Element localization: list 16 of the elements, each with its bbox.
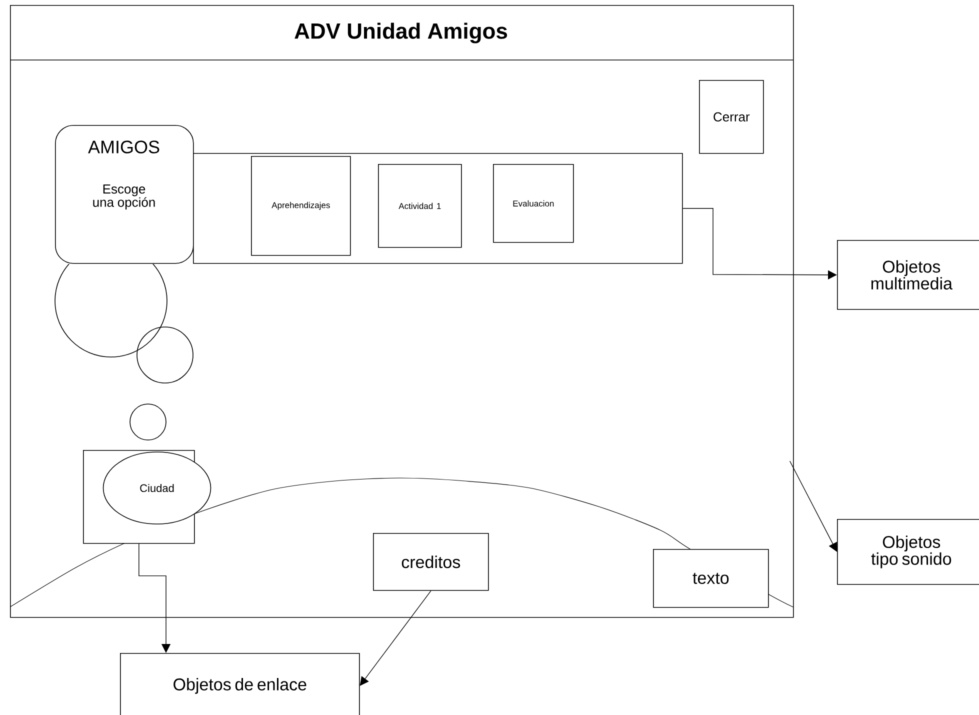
text-box: texto	[653, 549, 769, 608]
credits-box: creditos	[373, 533, 489, 591]
close-button: Cerrar	[699, 80, 764, 154]
arrow	[138, 543, 171, 653]
arrow	[789, 460, 837, 552]
arrow	[360, 590, 432, 686]
object-box: Objetos tipo sonido	[837, 519, 979, 585]
option-box: Actividad 1	[378, 164, 462, 248]
option-box: Aprehendizajes	[251, 156, 351, 256]
bubble-circle	[130, 404, 166, 440]
object-box: Objetos multimedia	[837, 240, 979, 310]
object-box: Objetos de enlace	[120, 653, 360, 715]
bubble-circle	[136, 326, 194, 384]
option-box: Evaluacion	[493, 164, 574, 243]
arrow	[682, 208, 837, 280]
thought-bubble: AMIGOS Escoge una opción	[55, 125, 194, 264]
